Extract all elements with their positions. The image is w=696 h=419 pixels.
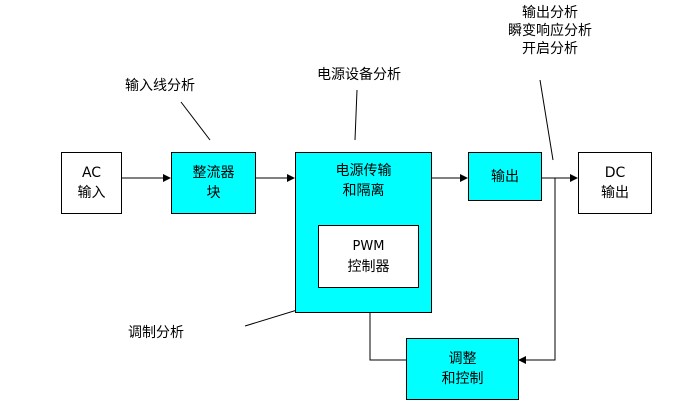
dc-output-block: DC 输出 <box>578 152 652 214</box>
ac-input-line2: 输入 <box>77 185 106 201</box>
output-line1: 输出 <box>491 168 519 185</box>
regulation-line1: 调整 <box>448 351 477 367</box>
pointer-power-device <box>354 89 358 141</box>
rectifier-block: 整流器 块 <box>171 152 256 214</box>
pwm-line1: PWM <box>352 238 385 254</box>
regulation-control-block: 调整 和控制 <box>406 338 519 400</box>
startup-analysis-label: 开启分析 <box>522 41 578 57</box>
ac-input-block: AC 输入 <box>61 152 122 214</box>
dc-output-line1: DC <box>604 165 626 181</box>
output-analysis-group: 输出分析 瞬变响应分析 开启分析 <box>497 4 603 58</box>
feedback-line-to-regulation <box>518 178 556 364</box>
power-transfer-line2: 和隔离 <box>342 183 385 199</box>
rectifier-line1: 整流器 <box>192 165 235 181</box>
pointer-output-group <box>539 79 554 161</box>
pwm-controller-block: PWM 控制器 <box>318 225 419 288</box>
modulation-analysis-label: 调制分析 <box>128 325 184 341</box>
feedback-line-to-pwm <box>366 289 406 361</box>
dc-output-line2: 输出 <box>601 185 629 201</box>
pointer-input-line <box>180 101 211 141</box>
rectifier-line2: 块 <box>206 185 221 201</box>
output-block: 输出 <box>468 152 542 201</box>
transient-response-analysis-label: 瞬变响应分析 <box>508 23 592 39</box>
power-transfer-line1: 电源传输 <box>335 163 392 179</box>
regulation-line2: 和控制 <box>441 371 484 387</box>
output-analysis-label: 输出分析 <box>522 5 578 21</box>
pwm-line2: 控制器 <box>347 258 390 275</box>
input-line-analysis-label: 输入线分析 <box>125 78 195 94</box>
ac-input-line1: AC <box>81 165 102 181</box>
power-device-analysis-label: 电源设备分析 <box>317 67 401 83</box>
